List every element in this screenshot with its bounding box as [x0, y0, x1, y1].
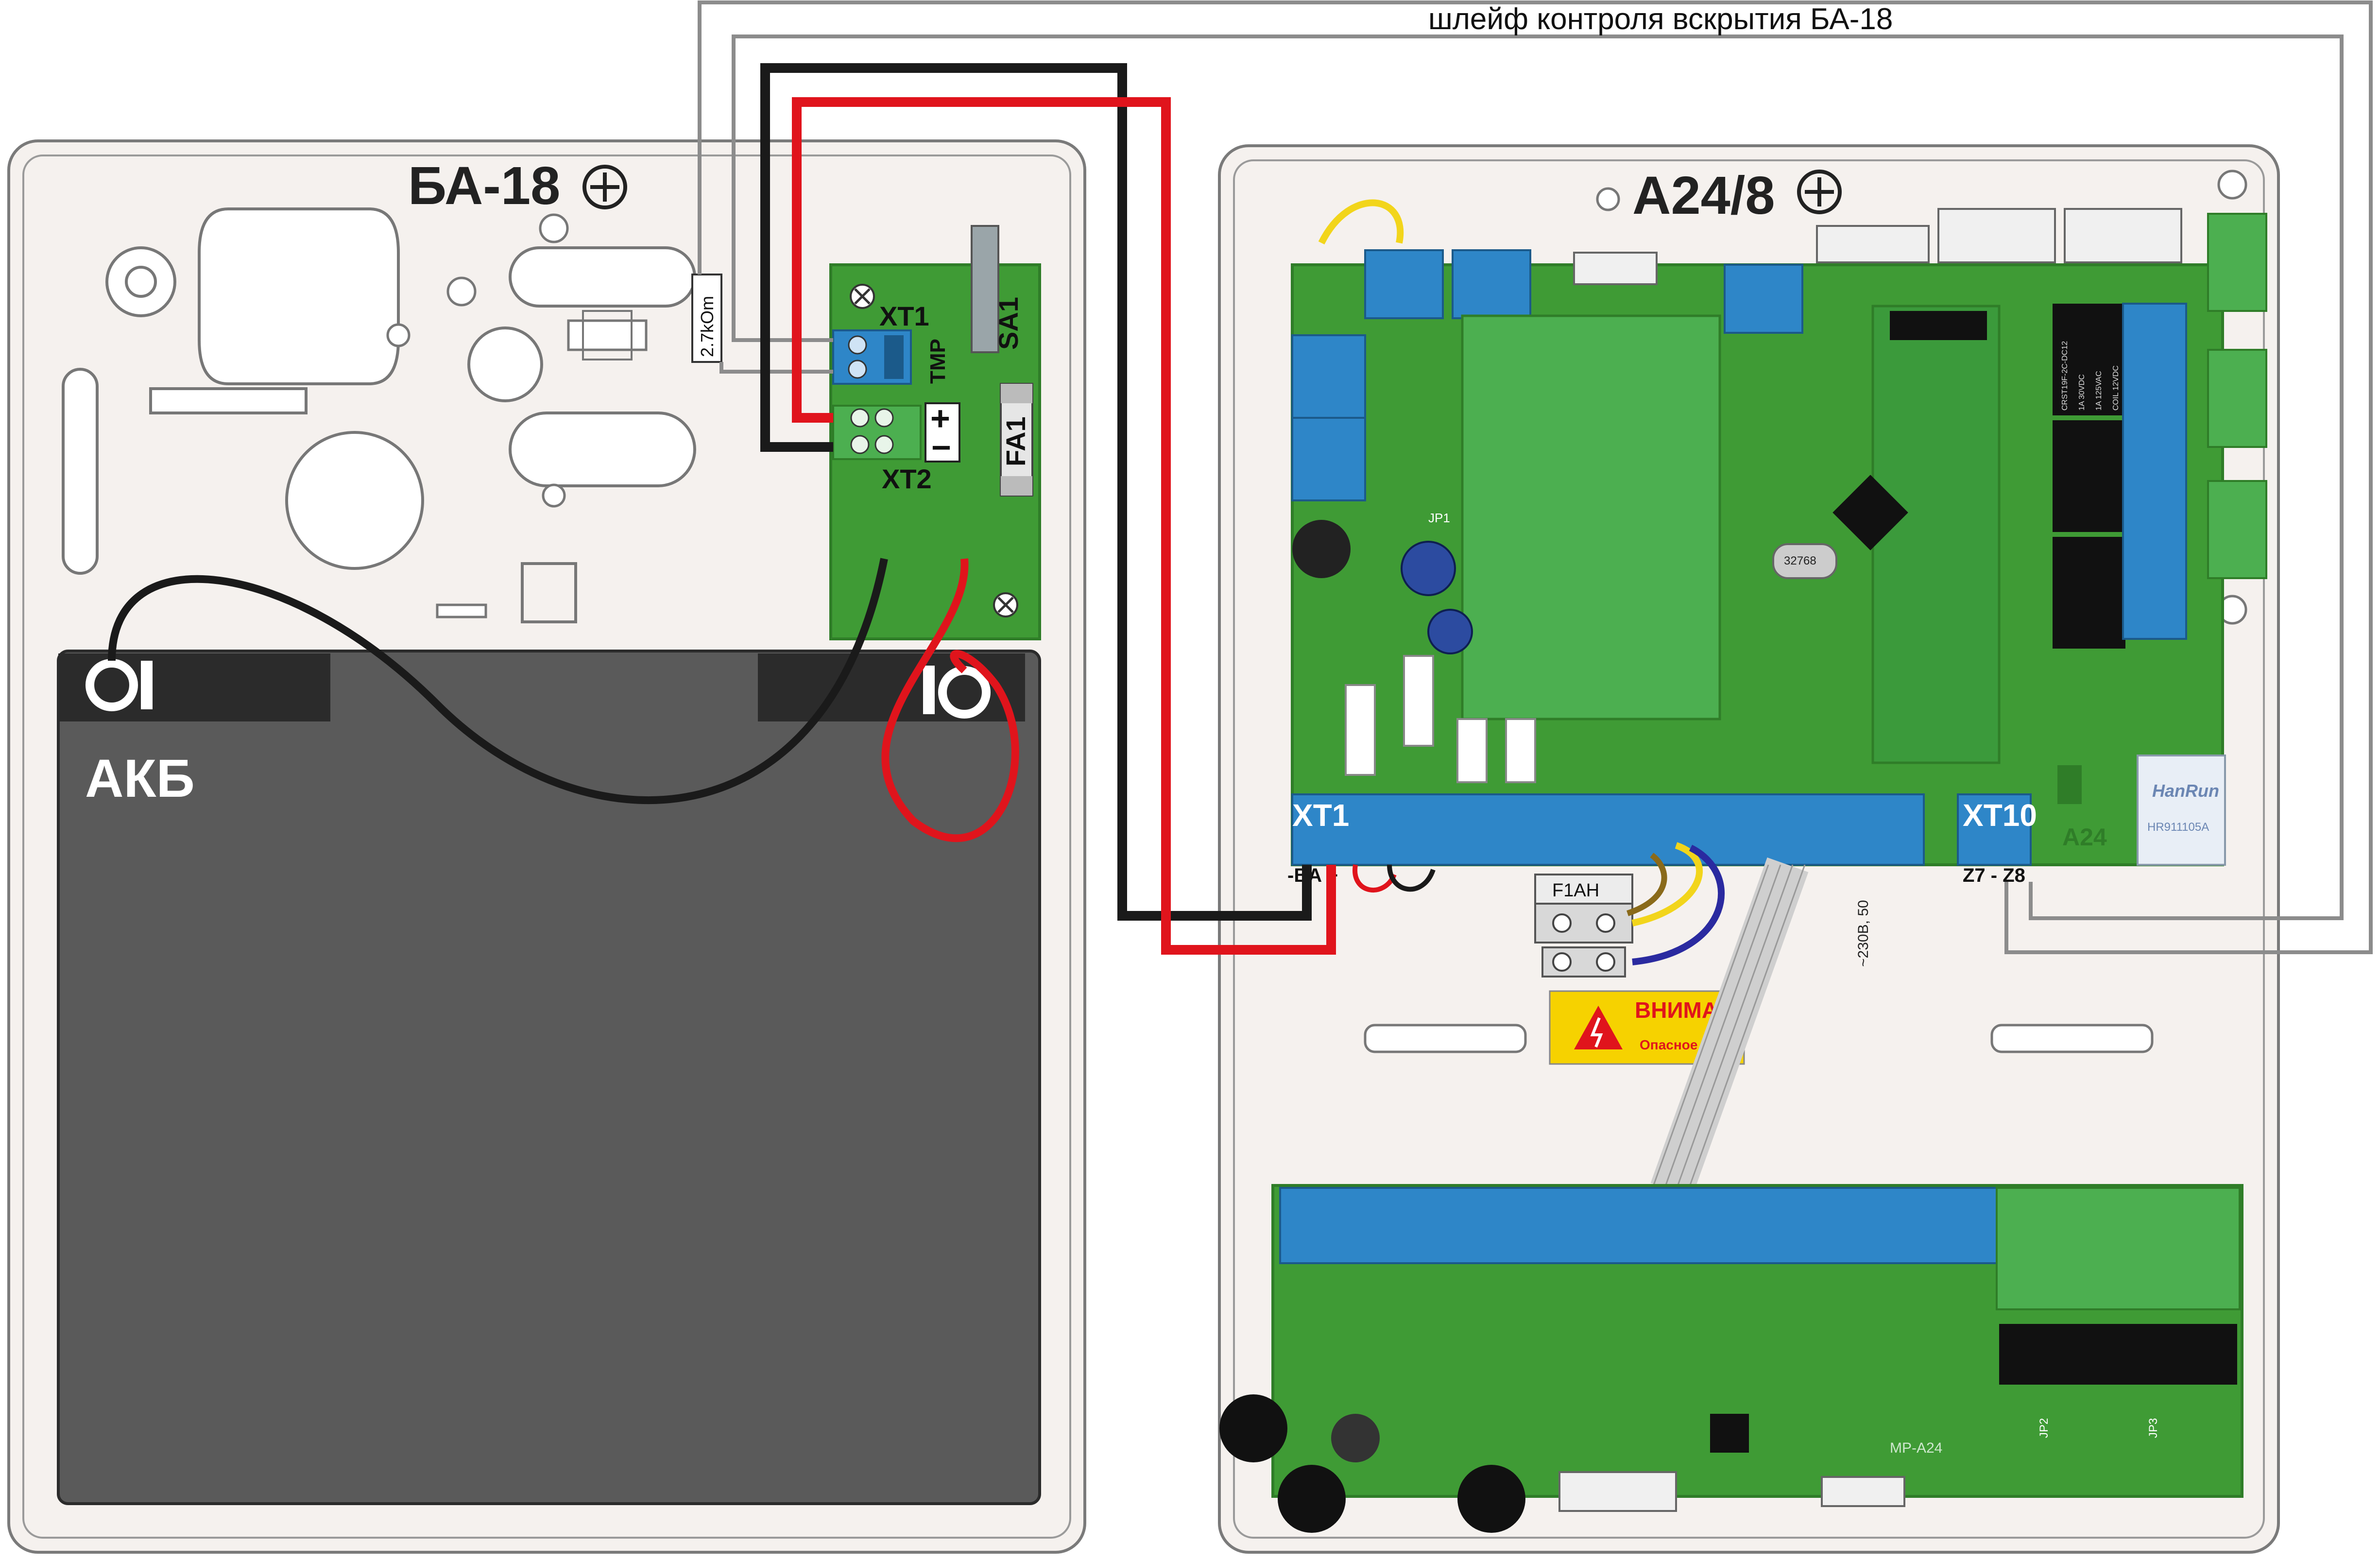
ba18-sa1-label: SA1 [993, 297, 1024, 350]
mp-a24-label: MP-A24 [1890, 1440, 1942, 1456]
hanrun-brand: HanRun [2152, 781, 2219, 801]
relay-text-3: 1A 125VAC [2095, 371, 2103, 411]
ba18-logo-icon [582, 165, 627, 209]
crystal-label: 32768 [1784, 554, 1816, 567]
f1ah-fuse-block [1534, 874, 1633, 978]
brown-wire [1627, 853, 1667, 916]
ba18-plus-label: + [930, 399, 950, 437]
mains-label: ~230В, 50 [1855, 900, 1871, 967]
internal-black-lead [1387, 864, 1436, 892]
black-power-wire [760, 63, 1312, 921]
battery-label: АКБ [85, 749, 195, 808]
relay-text-1: CRST19F-2C-DC12 [2061, 341, 2069, 411]
a24-xt1-label: XT1 [1292, 798, 1349, 833]
battery-negative-terminal [86, 659, 138, 711]
a24-xt10-label: XT10 [1963, 798, 2037, 833]
ribbon-cable [1650, 857, 1809, 1198]
internal-yellow-wire [1318, 199, 1404, 245]
yellow-wire [1631, 842, 1703, 926]
internal-red-lead [1353, 864, 1397, 892]
ethernet-jack [2137, 755, 2226, 866]
ba18-board [829, 225, 1041, 640]
battery [57, 650, 1041, 1505]
ba18-title: БА-18 [408, 156, 560, 216]
ba18-xt2-label: XT2 [882, 463, 932, 494]
relay-text-2: 1A 30VDC [2078, 374, 2086, 411]
blue-wire [1632, 844, 1725, 965]
red-power-wire [792, 97, 1336, 955]
ba18-minus-label: − [931, 429, 951, 466]
ba18-fa1-label: FA1 [1000, 416, 1031, 466]
a24-title: А24/8 [1632, 166, 1775, 225]
tamper-loop-caption: шлейф контроля вскрытия БА-18 [1428, 2, 1893, 36]
hanrun-model: HR911105A [2147, 821, 2209, 834]
a24-logo-icon [1797, 170, 1842, 214]
jp3-label: JP3 [2147, 1418, 2160, 1438]
fuse-label: F1AH [1552, 880, 1599, 901]
mp-a24-board [1219, 1184, 2243, 1533]
a24-model-badge: A24 [2062, 823, 2107, 851]
resistor-label: 2.7kOm [697, 296, 717, 357]
a24-main-board [1291, 208, 2267, 866]
relay-text-4: COIL 12VDC [2112, 365, 2120, 411]
jp2-label: JP2 [2038, 1418, 2051, 1438]
ba18-tmp-label: TMP [926, 339, 950, 384]
battery-black-lead [108, 558, 888, 804]
resistor [691, 274, 722, 363]
battery-red-lead [881, 558, 1019, 842]
tamper-switch [971, 225, 999, 353]
jp1-label: JP1 [1428, 511, 1450, 525]
ba18-xt1-label: XT1 [879, 301, 929, 331]
a24-xt10-pins: Z7 - Z8 [1963, 865, 2025, 886]
